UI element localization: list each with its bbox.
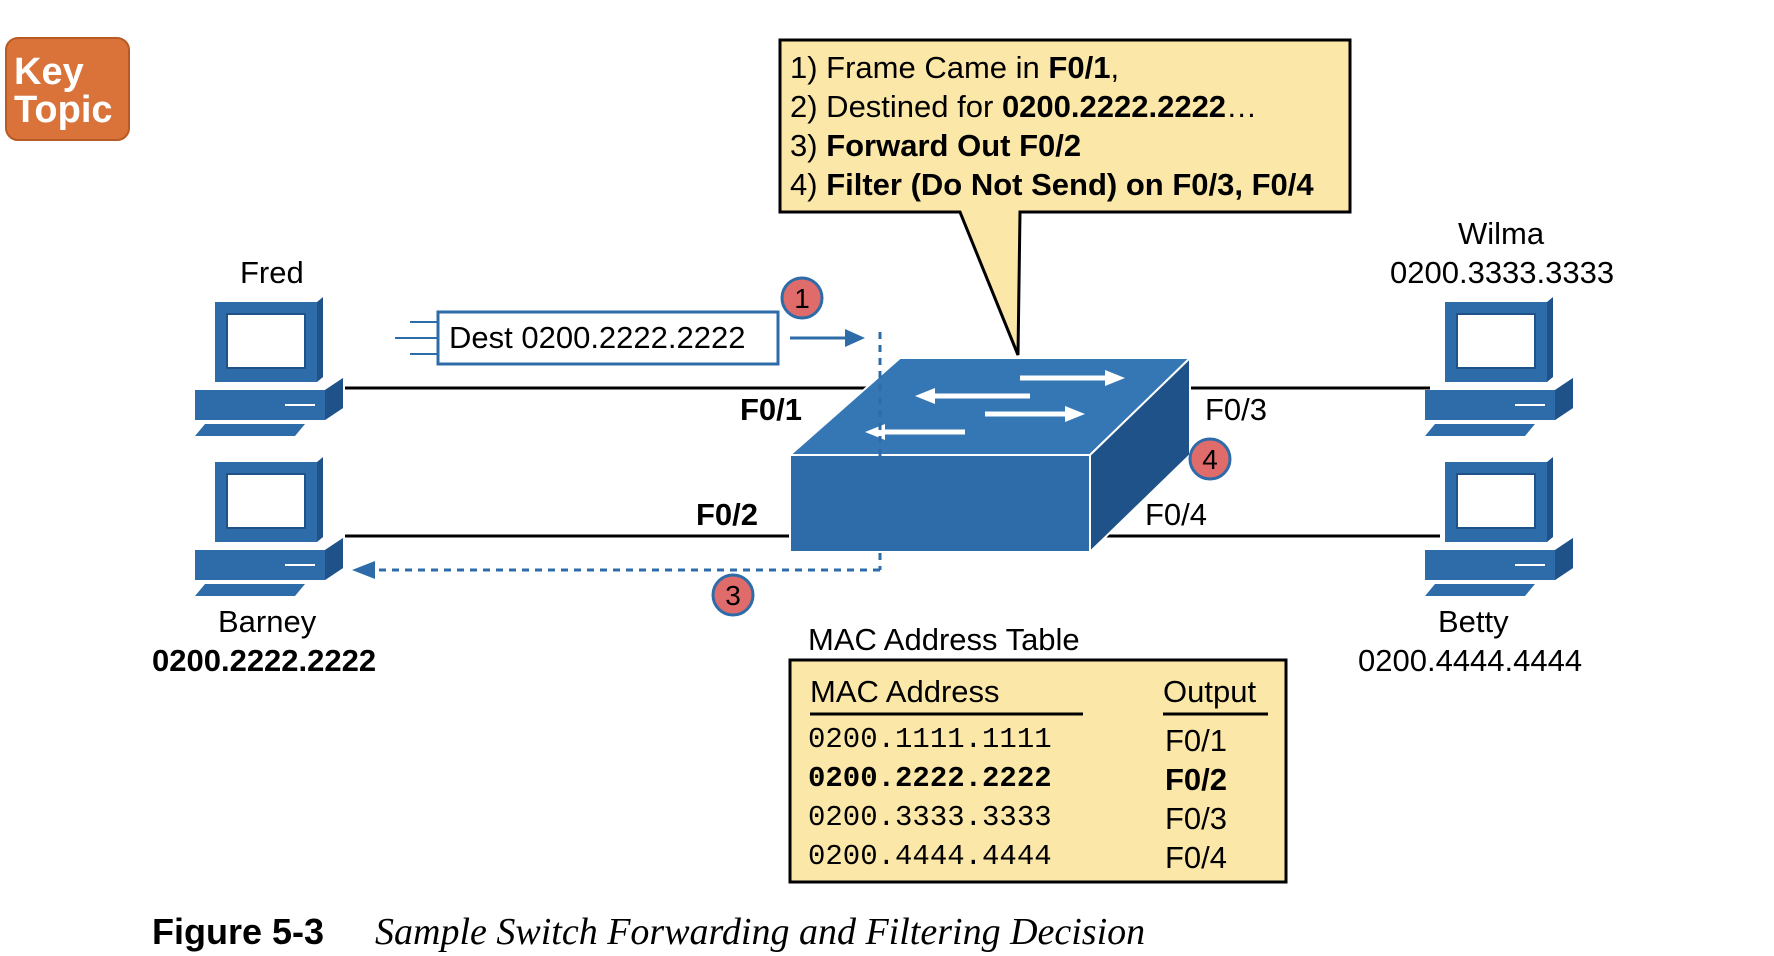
mac-table-col-output: Output <box>1163 674 1256 709</box>
frame-path <box>352 332 882 579</box>
svg-text:4: 4 <box>1202 444 1218 475</box>
host-betty-mac: 0200.4444.4444 <box>1358 643 1582 678</box>
pc-icon-fred <box>195 297 343 436</box>
step-badge-3: 3 <box>711 573 755 617</box>
port-label-f01: F0/1 <box>740 392 802 427</box>
mac-address-table: MAC Address Table MAC Address Output 020… <box>788 622 1288 884</box>
mac-row-port: F0/4 <box>1165 840 1227 875</box>
host-fred-name: Fred <box>240 255 304 290</box>
mac-row-port: F0/2 <box>1165 762 1227 797</box>
port-label-f04: F0/4 <box>1145 497 1207 532</box>
figure-number: Figure 5-3 <box>152 911 324 952</box>
callout-line1: 1) Frame Came in F0/1, <box>790 50 1119 85</box>
mac-table-title: MAC Address Table <box>808 622 1080 657</box>
figure-caption-text: Sample Switch Forwarding and Filtering D… <box>375 911 1145 953</box>
pc-icon-wilma <box>1425 297 1573 436</box>
callout-line3: 3) Forward Out F0/2 <box>790 128 1081 163</box>
mac-row-mac: 0200.2222.2222 <box>808 762 1052 795</box>
frame-label: Dest 0200.2222.2222 <box>395 310 865 366</box>
mac-row-port: F0/1 <box>1165 723 1227 758</box>
host-barney-mac: 0200.2222.2222 <box>152 643 376 678</box>
key-topic-line1: Key <box>14 51 84 93</box>
pc-icon-barney <box>195 457 343 596</box>
pc-icon-betty <box>1425 457 1573 596</box>
callout-line2: 2) Destined for 0200.2222.2222… <box>790 89 1257 124</box>
host-barney-name: Barney <box>218 604 317 639</box>
mac-row-mac: 0200.1111.1111 <box>808 723 1052 756</box>
key-topic-line2: Topic <box>14 89 113 131</box>
mac-row-mac: 0200.4444.4444 <box>808 840 1052 873</box>
svg-text:1: 1 <box>794 283 810 314</box>
host-wilma-name: Wilma <box>1458 216 1545 251</box>
port-label-f02: F0/2 <box>696 497 758 532</box>
svg-text:3: 3 <box>725 580 741 611</box>
step-badge-1: 1 <box>780 276 824 320</box>
links <box>345 386 1440 538</box>
callout-box: 1) Frame Came in F0/1, 2) Destined for 0… <box>778 38 1352 356</box>
mac-row-mac: 0200.3333.3333 <box>808 801 1052 834</box>
figure-caption: Figure 5-3 Sample Switch Forwarding and … <box>152 911 1145 953</box>
mac-row-port: F0/3 <box>1165 801 1227 836</box>
frame-dest-text: Dest 0200.2222.2222 <box>449 320 745 355</box>
step-badge-4: 4 <box>1188 437 1232 481</box>
key-topic-badge: Key Topic <box>5 37 130 141</box>
mac-table-col-mac: MAC Address <box>810 674 1000 709</box>
host-betty-name: Betty <box>1438 604 1509 639</box>
port-label-f03: F0/3 <box>1205 392 1267 427</box>
host-wilma-mac: 0200.3333.3333 <box>1390 255 1614 290</box>
callout-line4: 4) Filter (Do Not Send) on F0/3, F0/4 <box>790 167 1314 202</box>
